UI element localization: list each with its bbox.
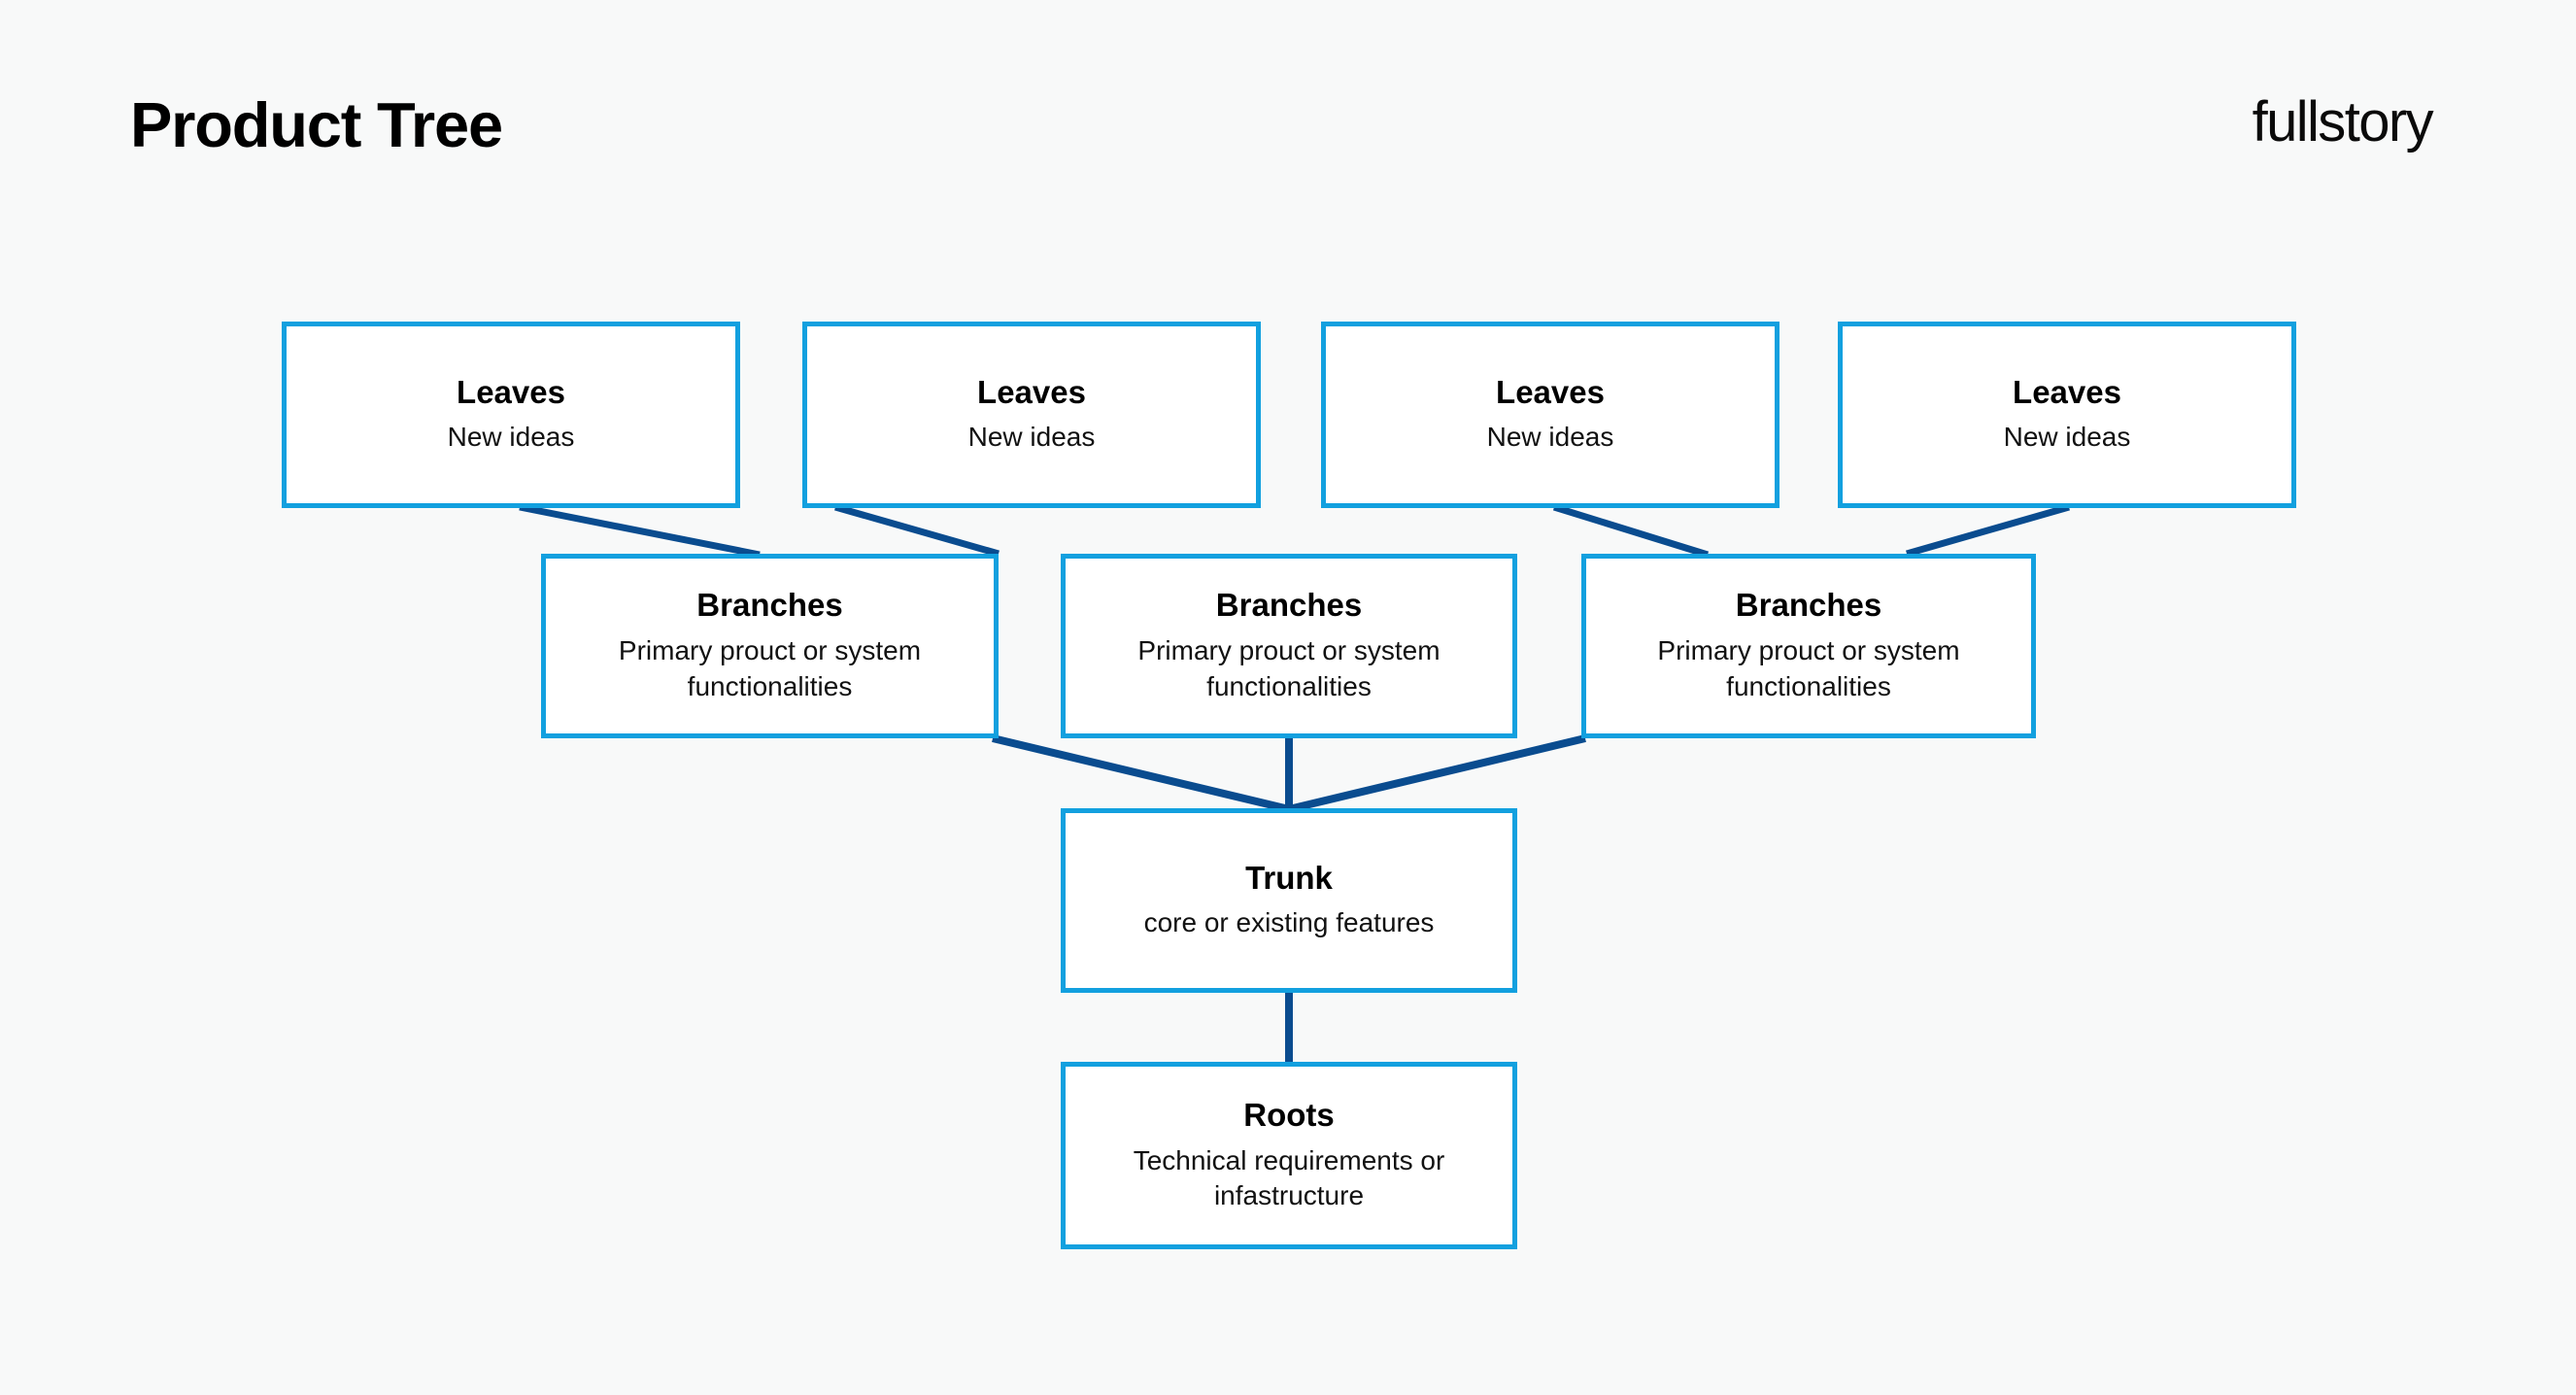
node-description: Primary prouct or system functionalities: [1137, 635, 1441, 701]
node-title: Roots: [1243, 1096, 1335, 1133]
node-title: Branches: [1735, 587, 1882, 624]
node-leaves-4[interactable]: Leaves New ideas: [1838, 322, 2296, 508]
node-trunk[interactable]: Trunk core or existing features: [1061, 808, 1517, 993]
node-description: New ideas: [1486, 422, 1614, 453]
node-title: Leaves: [1496, 373, 1605, 410]
node-title: Leaves: [977, 373, 1086, 410]
node-description: Technical requirements or infastructure: [1133, 1144, 1445, 1211]
node-branches-1[interactable]: Branches Primary prouct or system functi…: [541, 554, 999, 738]
node-leaves-1[interactable]: Leaves New ideas: [282, 322, 740, 508]
node-title: Leaves: [457, 373, 565, 410]
node-branches-2[interactable]: Branches Primary prouct or system functi…: [1061, 554, 1517, 738]
page-title: Product Tree: [130, 89, 503, 160]
node-description: New ideas: [2003, 422, 2131, 453]
node-description: New ideas: [447, 422, 575, 453]
fullstory-logo: fullstory: [2252, 90, 2434, 153]
connector-branch0-trunk: [992, 734, 1290, 813]
connector-leaf2-branch2: [1552, 503, 1710, 559]
node-description: New ideas: [967, 422, 1096, 453]
node-title: Branches: [1215, 587, 1363, 624]
connector-leaf0-branch0: [519, 503, 761, 559]
node-roots[interactable]: Roots Technical requirements or infastru…: [1061, 1062, 1517, 1249]
node-description: core or existing features: [1143, 907, 1435, 938]
connector-branch2-trunk: [1288, 734, 1586, 813]
node-leaves-3[interactable]: Leaves New ideas: [1321, 322, 1779, 508]
node-title: Branches: [696, 587, 843, 624]
node-description: Primary prouct or system functionalities: [1657, 635, 1960, 701]
connector-leaf3-branch2: [1906, 503, 2070, 558]
node-title: Leaves: [2013, 373, 2121, 410]
node-leaves-2[interactable]: Leaves New ideas: [802, 322, 1261, 508]
node-branches-3[interactable]: Branches Primary prouct or system functi…: [1581, 554, 2036, 738]
connector-leaf1-branch0: [834, 503, 1000, 558]
node-description: Primary prouct or system functionalities: [618, 635, 922, 701]
node-title: Trunk: [1245, 859, 1333, 896]
